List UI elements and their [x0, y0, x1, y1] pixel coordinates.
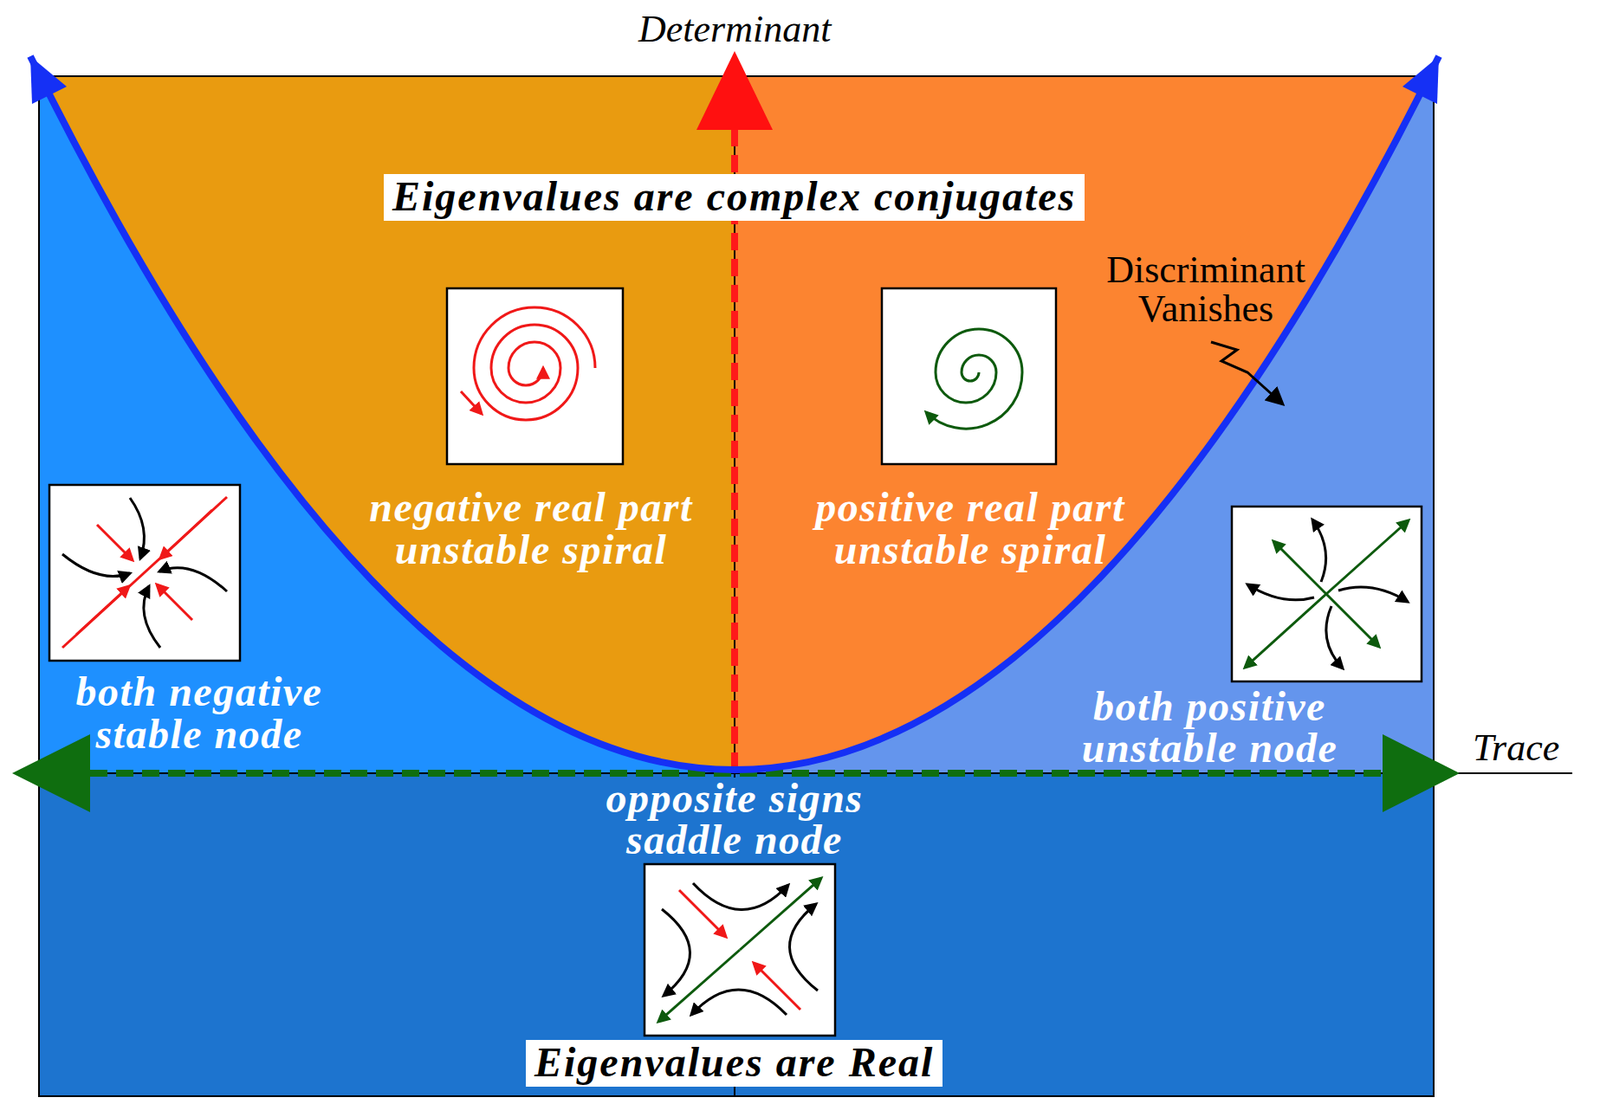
trajectory — [789, 904, 818, 992]
discriminant-parabola — [30, 56, 1439, 771]
trajectory — [1338, 587, 1408, 603]
flow-arrow — [160, 510, 213, 559]
trajectory — [1326, 606, 1343, 669]
region-label: positive real part unstable spiral — [785, 486, 1155, 572]
flow-arrow — [658, 950, 740, 1023]
box-text: Eigenvalues are complex conjugates — [392, 174, 1076, 219]
axis-arrowhead — [696, 51, 773, 130]
box-text: Eigenvalues are Real — [534, 1041, 934, 1085]
axis-line — [38, 772, 1573, 775]
unstable-node-icon — [1231, 506, 1422, 682]
flow-arrow — [1326, 520, 1409, 595]
flow-arrow — [76, 586, 130, 635]
trajectory — [62, 554, 130, 577]
parabola-curve — [30, 56, 1439, 771]
callout-label: Discriminant Vanishes — [1099, 251, 1313, 330]
axis-line — [733, 129, 736, 778]
icon-frame — [49, 485, 240, 661]
trajectory — [159, 568, 227, 592]
flow-arrow — [1326, 594, 1380, 648]
parabola-arrowhead — [1402, 56, 1439, 104]
eigenvector-line — [62, 497, 227, 648]
region-label: negative real part unstable spiral — [342, 486, 720, 572]
flow-arrow — [460, 391, 482, 415]
trajectory — [691, 990, 787, 1016]
trajectory — [1312, 519, 1327, 583]
spiral-region — [38, 76, 1434, 771]
icon-frame — [644, 864, 836, 1037]
trajectory — [1247, 584, 1315, 601]
parabola-arrowhead — [30, 56, 67, 104]
region-label: both positive unstable node — [1054, 686, 1366, 770]
spiral-trajectory — [926, 329, 1023, 429]
axis-arrowhead — [12, 734, 91, 813]
icon-frame — [446, 288, 623, 465]
icon-frame — [881, 288, 1056, 465]
icon-frame — [1231, 506, 1422, 682]
saddle-region — [38, 773, 1434, 1097]
flow-arrow — [1273, 541, 1327, 595]
trajectory — [143, 586, 161, 648]
plane-border — [38, 76, 1434, 1097]
axis-line — [733, 1087, 736, 1097]
region-fills — [30, 56, 1439, 1097]
flow-arrow — [1244, 594, 1327, 668]
flow-arrow — [679, 890, 726, 938]
axes — [12, 51, 1573, 1097]
axis-arrowhead — [1382, 734, 1460, 813]
stable-node-icon — [49, 485, 240, 661]
region-label: both negative stable node — [54, 671, 344, 757]
region-title-box: Eigenvalues are complex conjugates — [383, 174, 1085, 221]
region-title-box: Eigenvalues are Real — [525, 1040, 943, 1088]
leader-line — [1211, 342, 1283, 404]
flow-arrow — [753, 963, 801, 1011]
axis-title: Determinant — [638, 10, 831, 50]
saddle-icon — [644, 864, 836, 1037]
flow-arrow — [156, 584, 193, 621]
determinant-axis — [731, 129, 739, 771]
trajectory — [661, 909, 691, 997]
trajectory — [693, 883, 789, 911]
flow-arrow — [97, 524, 133, 561]
axis-title: Trace — [1472, 729, 1560, 769]
trajectory — [129, 498, 144, 559]
region-label: opposite signs saddle node — [583, 777, 886, 862]
stable-spiral-icon — [446, 288, 623, 465]
unstable-spiral-icon — [881, 288, 1056, 465]
spiral-trajectory — [473, 307, 596, 421]
flow-arrow — [739, 878, 822, 951]
